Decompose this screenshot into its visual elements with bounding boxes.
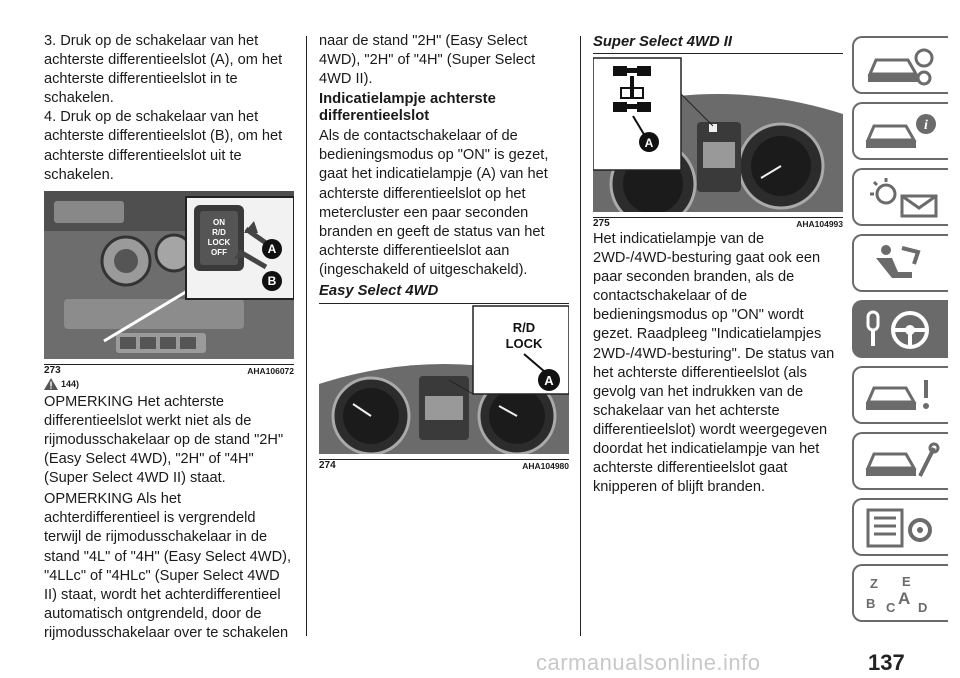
figure-273-image: ON R/D LOCK OFF A B [44,190,295,359]
easy-select-heading: Easy Select 4WD [319,283,439,300]
switch-label-off: OFF [211,248,227,257]
watermark: carmanualsonline.info [536,650,761,675]
switch-label-rd: R/D [212,228,226,237]
switch-label-on: ON [213,218,225,227]
tab-car-info[interactable]: i [852,102,948,160]
chapter-tabs: i [852,36,956,630]
label-a: A [645,136,654,150]
car-info-icon: i [865,114,936,148]
note-1-text: OPMERKING Het achterste differentieelslo… [44,393,284,487]
svg-text:A: A [898,589,910,608]
figure-caption: 274 AHA104980 [319,460,569,472]
indicator-text: Als de contactschakelaar of de bediening… [319,128,549,278]
figure-top-rule [593,53,843,54]
column-1: 3. Druk op de schakelaar van het achters… [44,32,295,643]
figure-rule [44,363,294,365]
alphabetical-index-icon: Z E B C A D [866,574,927,615]
figure-rule [593,217,843,218]
column-3: Super Select 4WD II A [592,33,843,497]
key-steering-wheel-icon [866,310,929,349]
tab-seat-airbag[interactable] [852,234,948,292]
tab-dashboard[interactable] [852,36,948,94]
svg-text:i: i [924,118,928,133]
figure-273: ON R/D LOCK OFF A B 273 AHA106072 [44,190,295,377]
figure-code: AHA104980 [522,461,569,472]
figure-number: 275 [593,218,610,229]
seat-airbag-icon [876,245,921,278]
lamp-text-rd: R/D [513,320,535,335]
continued-text: naar de stand "2H" (Easy Select 4WD), "2… [319,33,536,88]
specifications-list-icon [866,508,932,548]
switch-label-lock: LOCK [208,238,231,247]
car-maintenance-icon [865,442,940,477]
figure-code: AHA104993 [796,219,843,229]
note-2-text: OPMERKING Als het achterdifferentieel is… [44,491,292,641]
svg-text:E: E [902,574,911,589]
car-breakdown-icon [865,380,929,410]
step-3-text: 3. Druk op de schakelaar van het achters… [44,33,283,107]
warning-ref-number: 144) [61,378,80,389]
column-divider-2 [580,36,581,636]
figure-caption: 275 AHA104993 [593,218,843,230]
svg-text:Z: Z [870,576,878,591]
car-dashboard-icon [867,48,934,86]
figure-top-rule [319,303,569,305]
tab-breakdown[interactable] [852,366,948,424]
figure-number: 273 [44,364,61,376]
figure-275: A 275 AHA104993 [592,54,843,230]
figure-274: R/D LOCK A 274 AHA104980 [319,304,570,472]
step-4-text: 4. Druk op de schakelaar van het achters… [44,109,283,183]
warning-triangle-icon [44,377,58,390]
super-select-text: Het indicatielampje van de 2WD-/4WD-best… [593,231,835,496]
lamp-text-lock: LOCK [506,336,543,351]
tab-maintenance[interactable] [852,432,948,490]
tab-warning-lights[interactable] [852,168,948,226]
label-b: B [268,274,277,288]
figure-number: 274 [319,460,336,472]
column-2: naar de stand "2H" (Easy Select 4WD), "2… [319,32,570,472]
svg-text:B: B [866,596,875,611]
super-select-heading: Super Select 4WD II [593,34,732,50]
figure-274-image: R/D LOCK A [319,304,570,456]
warning-lights-message-icon [870,178,938,218]
section-heading: Indicatielampje achterste differentieels… [319,91,496,125]
column-divider-1 [306,36,307,636]
figure-caption: 273 AHA106072 [44,365,294,377]
figure-275-image: A [592,54,843,228]
svg-text:C: C [886,600,896,615]
tab-specifications[interactable] [852,498,948,556]
warning-reference: 144) [44,377,294,390]
tab-index[interactable]: Z E B C A D [852,564,948,622]
page-number: 137 [868,650,905,675]
label-a: A [544,373,554,388]
figure-code: AHA106072 [247,365,294,376]
svg-text:D: D [918,600,927,615]
tab-starting-driving[interactable] [852,300,948,358]
label-a: A [268,242,277,256]
figure-rule [319,459,569,461]
